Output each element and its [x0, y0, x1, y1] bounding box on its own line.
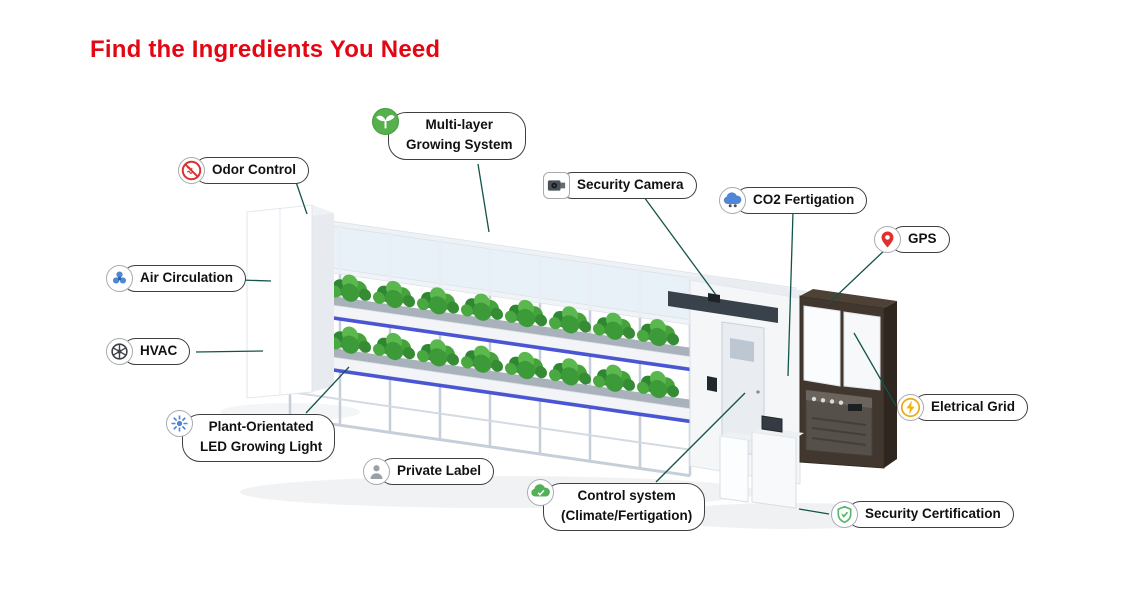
unit-vents — [811, 417, 867, 446]
callout-security-camera: Security Camera — [543, 172, 697, 200]
callout-label: Odor Control — [194, 157, 309, 185]
callout-label: HVAC — [122, 338, 191, 366]
callout-control-system: Control system (Climate/Fertigation) — [527, 479, 706, 531]
rack-base-rail — [290, 416, 690, 478]
console-small — [719, 435, 749, 503]
person-icon — [363, 458, 390, 486]
callout-security-certification: Security Certification — [831, 501, 1014, 529]
callout-label: Eletrical Grid — [913, 394, 1029, 422]
page-title: Find the Ingredients You Need — [90, 36, 441, 63]
callout-label: Security Camera — [559, 172, 697, 200]
tray-level-1 — [290, 290, 690, 357]
callout-co2-fertigation: CO2 Fertigation — [719, 187, 868, 215]
door-handle — [756, 390, 760, 394]
console-large — [751, 431, 797, 509]
callout-label: Plant-Orientated LED Growing Light — [182, 414, 336, 462]
control-room-roof — [690, 274, 812, 298]
console-screen — [761, 415, 783, 433]
callout-odor-control: Odor Control — [178, 157, 309, 185]
knob — [820, 398, 826, 403]
unit-display — [848, 404, 862, 411]
security-camera-device — [708, 293, 720, 303]
electrical-panel-left-door — [803, 305, 841, 387]
electrical-panel-right-door — [843, 311, 881, 391]
seedling-icon — [372, 108, 399, 135]
callout-label: Control system (Climate/Fertigation) — [543, 483, 706, 531]
tray-level-2 — [290, 342, 690, 409]
callout-electrical-grid: Eletrical Grid — [897, 394, 1029, 422]
cloud-control-icon — [527, 479, 554, 506]
cabinet-side — [884, 301, 897, 468]
callout-led-growing-light: Plant-Orientated LED Growing Light — [166, 410, 336, 462]
led-strip-level-1 — [288, 309, 692, 372]
knob — [811, 396, 817, 402]
rack-lower-rail — [290, 391, 690, 451]
callout-hvac: HVAC — [106, 338, 191, 366]
led-light-icon — [166, 410, 193, 437]
callout-air-circulation: Air Circulation — [106, 265, 247, 293]
wall-control-panel — [707, 376, 717, 392]
callout-label: Air Circulation — [122, 265, 247, 293]
co2-cloud-icon — [719, 187, 746, 215]
callout-label: Security Certification — [847, 501, 1014, 529]
knob — [829, 399, 835, 404]
callout-private-label: Private Label — [363, 458, 495, 486]
location-pin-icon — [874, 226, 901, 254]
callout-gps: GPS — [874, 226, 950, 254]
callout-label: Private Label — [379, 458, 495, 486]
door-window — [730, 338, 754, 362]
callout-multi-layer-growing-system: Multi-layer Growing System — [372, 108, 526, 160]
lightning-icon — [897, 394, 924, 422]
hvac-icon — [106, 338, 133, 366]
knob — [838, 400, 844, 405]
ceiling-dark-strip — [668, 291, 778, 323]
fan-icon — [106, 265, 133, 293]
left-cabinet-side — [312, 205, 334, 392]
led-strip-level-2 — [288, 361, 692, 424]
callout-label: Multi-layer Growing System — [388, 112, 526, 160]
camera-icon — [543, 172, 570, 200]
callout-label: CO2 Fertigation — [735, 187, 868, 215]
utility-cabinet — [799, 289, 897, 469]
no-odor-icon — [178, 157, 205, 185]
left-hvac-cabinet — [246, 204, 334, 399]
shield-check-icon — [831, 501, 858, 529]
